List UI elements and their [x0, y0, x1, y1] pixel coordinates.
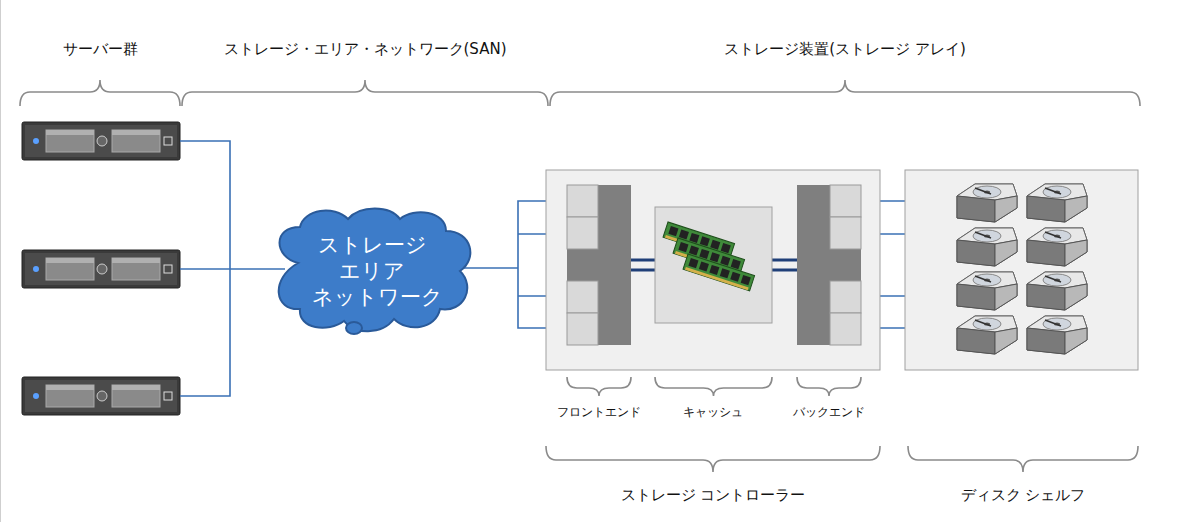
brace — [182, 80, 548, 106]
part-name: バックエンド — [793, 404, 865, 421]
group-heading: サーバー群 — [63, 40, 138, 59]
brace — [550, 80, 1140, 106]
cloud-node: ストレージ エリア ネットワーク — [268, 205, 476, 337]
brace — [546, 446, 880, 472]
brace — [20, 80, 180, 106]
brace — [797, 377, 861, 396]
group-heading: ストレージ装置(ストレージ アレイ) — [724, 40, 965, 59]
group-heading: ストレージ コントローラー — [621, 486, 806, 505]
brace — [908, 446, 1138, 472]
brace — [655, 377, 772, 396]
part-name: フロントエンド — [557, 404, 641, 421]
group-heading: ディスク シェルフ — [961, 486, 1086, 505]
part-name: キャッシュ — [683, 404, 743, 421]
cloud-label: ストレージ エリア ネットワーク — [312, 232, 432, 311]
group-heading: ストレージ・エリア・ネットワーク(SAN) — [224, 40, 507, 59]
brace — [567, 377, 631, 396]
